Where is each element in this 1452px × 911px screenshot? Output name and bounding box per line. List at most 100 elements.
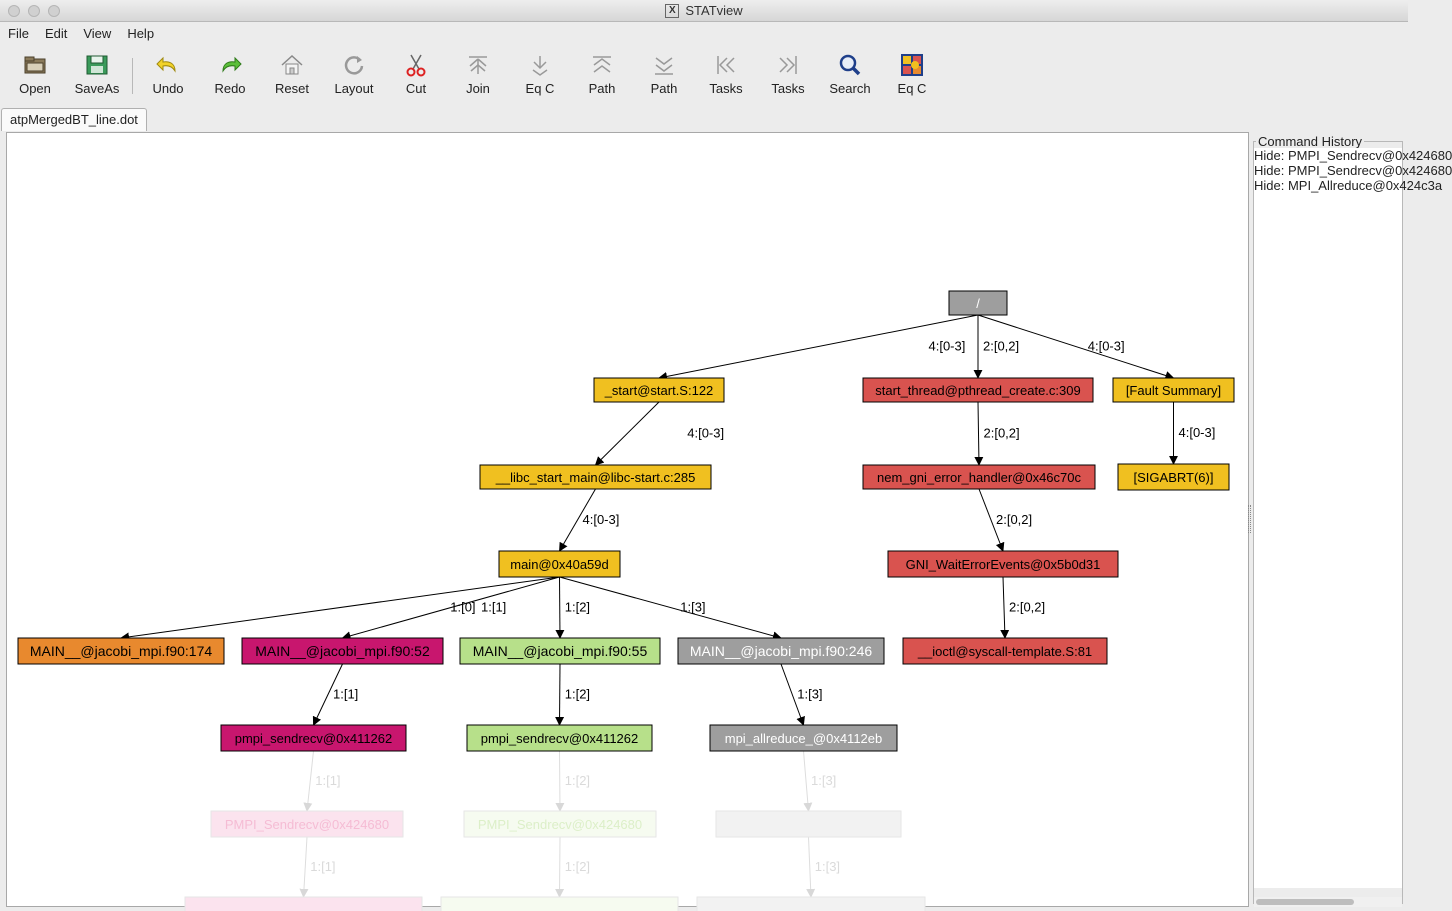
graph-node-box[interactable] — [210, 810, 404, 838]
graph-node-box[interactable] — [220, 724, 407, 752]
path-up-button[interactable]: Path — [571, 46, 633, 102]
graph-node-box[interactable] — [709, 724, 898, 752]
graph-node[interactable]: _start@start.S:122 — [593, 377, 725, 403]
graph-node[interactable]: [Fault Summary] — [1112, 377, 1235, 403]
graph-node[interactable]: MAIN__@jacobi_mpi.f90:246 — [677, 637, 885, 665]
menu-help[interactable]: Help — [127, 25, 155, 41]
minimize-window-button[interactable] — [28, 5, 40, 17]
tasks-back-icon — [713, 52, 739, 78]
graph-node[interactable]: MAIN__@jacobi_mpi.f90:52 — [241, 637, 444, 665]
save-as-button[interactable]: SaveAs — [66, 46, 128, 102]
graph-node-box[interactable] — [463, 810, 657, 838]
edge-label: 1:[2] — [565, 859, 590, 874]
graph-node-box[interactable] — [902, 637, 1108, 665]
save-as-label: SaveAs — [74, 81, 120, 96]
graph-node[interactable]: pmpi_sendrecv@0x411262 — [220, 724, 407, 752]
edge-label: 4:[0-3] — [1088, 339, 1125, 354]
path-down-icon — [651, 52, 677, 78]
reset-button[interactable]: Reset — [261, 46, 323, 102]
graph-node[interactable]: [SIGABRT(6)] — [1117, 463, 1230, 491]
maximize-window-button[interactable] — [48, 5, 60, 17]
graph-node[interactable]: GNI_WaitErrorEvents@0x5b0d31 — [887, 550, 1119, 578]
graph-node-box[interactable] — [677, 637, 885, 665]
graph-edge — [803, 750, 813, 812]
window-controls[interactable] — [8, 5, 60, 17]
scrollbar-thumb[interactable] — [1256, 899, 1354, 905]
graph-node[interactable]: __ioctl@syscall-template.S:81 — [902, 637, 1108, 665]
undo-button[interactable]: Undo — [137, 46, 199, 102]
close-window-button[interactable] — [8, 5, 20, 17]
history-item[interactable]: Hide: PMPI_Sendrecv@0x424680 — [1254, 163, 1452, 178]
graph-node[interactable]: MAIN__@jacobi_mpi.f90:55 — [459, 637, 661, 665]
tasks-forward-label: Tasks — [771, 81, 805, 96]
graph-node-box[interactable] — [715, 810, 902, 838]
graph-node-box[interactable] — [696, 896, 926, 911]
command-history-list[interactable]: Hide: PMPI_Sendrecv@0x424680 Hide: PMPI_… — [1254, 148, 1452, 888]
graph-node-box[interactable] — [862, 464, 1096, 490]
graph-node-box[interactable] — [948, 290, 1008, 316]
graph-node[interactable]: / — [948, 290, 1008, 316]
title-bar: X STATview — [0, 0, 1408, 22]
x11-icon: X — [665, 3, 680, 18]
call-graph[interactable]: 4:[0-3]2:[0,2]4:[0-3]4:[0-3]2:[0,2]4:[0-… — [7, 133, 1250, 911]
menu-edit[interactable]: Edit — [44, 25, 68, 41]
graph-node[interactable]: nem_gni_error_handler@0x46c70c — [862, 464, 1096, 490]
graph-node[interactable]: mpi_allreduce_@0x4112eb — [709, 724, 898, 752]
path-down-button[interactable]: Path — [633, 46, 695, 102]
graph-node[interactable]: pmpi_sendrecv@0x411262 — [466, 724, 653, 752]
scissors-icon — [403, 52, 429, 78]
eq-class-button[interactable]: Eq C — [509, 46, 571, 102]
eq-class-color-button[interactable]: Eq C — [881, 46, 943, 102]
graph-node-box[interactable] — [241, 637, 444, 665]
graph-node[interactable]: MAIN__@jacobi_mpi.f90:174 — [17, 637, 225, 665]
join-button[interactable]: Join — [447, 46, 509, 102]
graph-node-box[interactable] — [862, 377, 1094, 403]
graph-node-box[interactable] — [440, 896, 679, 911]
graph-node[interactable] — [696, 896, 926, 911]
graph-node-box[interactable] — [184, 896, 423, 911]
cut-label: Cut — [405, 81, 427, 96]
eq-class-color-label: Eq C — [897, 81, 927, 96]
graph-node[interactable]: __libc_start_main@libc-start.c:285 — [479, 464, 712, 490]
cut-button[interactable]: Cut — [385, 46, 447, 102]
graph-edge — [299, 836, 309, 898]
pane-splitter-handle[interactable] — [1248, 505, 1251, 533]
graph-node-label: MAIN__@jacobi_mpi.f90:246 — [690, 643, 873, 659]
layout-button[interactable]: Layout — [323, 46, 385, 102]
graph-node-label: start_thread@pthread_create.c:309 — [875, 383, 1080, 398]
graph-node[interactable]: PMPI_Sendrecv@0x424680 — [210, 810, 404, 838]
graph-node[interactable] — [715, 810, 902, 838]
graph-node-box[interactable] — [1117, 463, 1230, 491]
tasks-forward-button[interactable]: Tasks — [757, 46, 819, 102]
undo-label: Undo — [152, 81, 184, 96]
graph-node-box[interactable] — [498, 550, 621, 578]
graph-node-box[interactable] — [1112, 377, 1235, 403]
graph-node-label: __ioctl@syscall-template.S:81 — [917, 644, 1092, 659]
tasks-back-button[interactable]: Tasks — [695, 46, 757, 102]
history-horizontal-scrollbar[interactable] — [1254, 897, 1402, 907]
search-button[interactable]: Search — [819, 46, 881, 102]
edge-label: 1:[3] — [811, 773, 836, 788]
graph-node-box[interactable] — [887, 550, 1119, 578]
history-item[interactable]: Hide: PMPI_Sendrecv@0x424680 — [1254, 148, 1452, 163]
graph-node-box[interactable] — [459, 637, 661, 665]
menu-view[interactable]: View — [83, 25, 112, 41]
graph-node-box[interactable] — [466, 724, 653, 752]
open-button[interactable]: Open — [4, 46, 66, 102]
graph-edge — [120, 576, 560, 642]
graph-node[interactable] — [184, 896, 423, 911]
graph-canvas[interactable]: 4:[0-3]2:[0,2]4:[0-3]4:[0-3]2:[0,2]4:[0-… — [6, 132, 1250, 911]
graph-node-box[interactable] — [479, 464, 712, 490]
redo-button[interactable]: Redo — [199, 46, 261, 102]
graph-node-box[interactable] — [17, 637, 225, 665]
history-item[interactable]: Hide: MPI_Allreduce@0x424c3a — [1254, 178, 1443, 193]
open-label: Open — [19, 81, 51, 96]
home-icon — [279, 52, 305, 78]
graph-node[interactable]: start_thread@pthread_create.c:309 — [862, 377, 1094, 403]
graph-node[interactable] — [440, 896, 679, 911]
graph-node[interactable]: main@0x40a59d — [498, 550, 621, 578]
graph-node[interactable]: PMPI_Sendrecv@0x424680 — [463, 810, 657, 838]
tab-graph-file[interactable]: atpMergedBT_line.dot — [1, 108, 147, 131]
graph-node-box[interactable] — [593, 377, 725, 403]
menu-file[interactable]: File — [8, 25, 29, 41]
